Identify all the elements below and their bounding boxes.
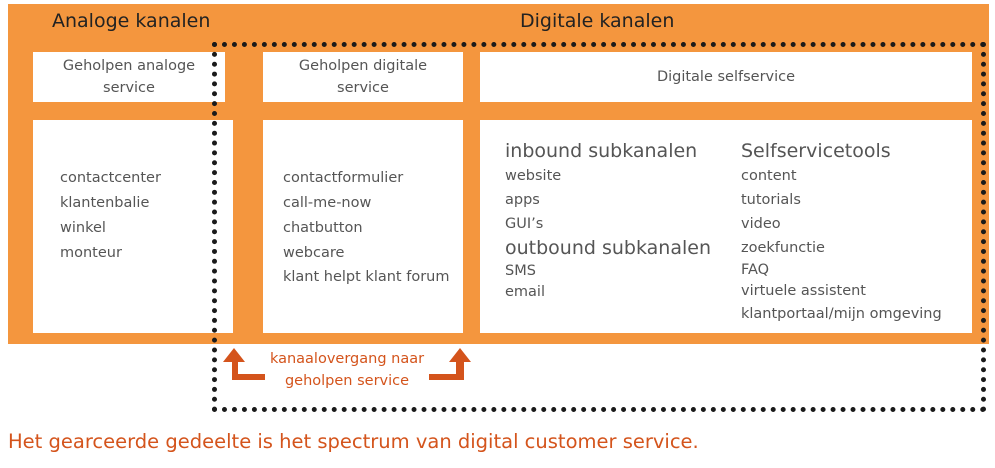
left-arrow-icon bbox=[223, 348, 265, 380]
tools-title: Selfservicetools bbox=[741, 140, 891, 162]
selfservice-category-label: Digitale selfservice bbox=[656, 69, 796, 85]
list-item: contactcenter bbox=[60, 170, 161, 186]
inbound-title: inbound subkanalen bbox=[505, 140, 698, 162]
selfservice-list: inbound subkanalen website apps GUI’s ou… bbox=[480, 120, 972, 333]
right-arrow-icon bbox=[429, 348, 471, 380]
list-item: call-me-now bbox=[283, 195, 372, 211]
analog-list: contactcenter klantenbalie winkel monteu… bbox=[33, 120, 233, 333]
tools-column: Selfservicetools content tutorials video… bbox=[741, 139, 942, 326]
list-item: zoekfunctie bbox=[741, 240, 825, 256]
list-item: klantenbalie bbox=[60, 195, 150, 211]
analog-category-label: Geholpen analoge service bbox=[62, 58, 196, 96]
digital-assisted-category: Geholpen digitale service bbox=[263, 52, 463, 102]
list-item: monteur bbox=[60, 245, 122, 261]
inbound-outbound-column: inbound subkanalen website apps GUI’s ou… bbox=[505, 139, 711, 303]
list-item: tutorials bbox=[741, 192, 801, 208]
list-item: klantportaal/mijn omgeving bbox=[741, 306, 942, 322]
analog-header: Analoge kanalen bbox=[52, 10, 211, 32]
selfservice-category: Digitale selfservice bbox=[480, 52, 972, 102]
digital-header: Digitale kanalen bbox=[520, 10, 675, 32]
list-item: FAQ bbox=[741, 262, 770, 278]
list-item: virtuele assistent bbox=[741, 283, 866, 299]
list-item: email bbox=[505, 284, 545, 300]
digital-assisted-category-label: Geholpen digitale service bbox=[298, 58, 428, 96]
list-item: video bbox=[741, 216, 781, 232]
list-item: chatbutton bbox=[283, 220, 363, 236]
transition-label: kanaalovergang naar geholpen service bbox=[269, 351, 425, 389]
list-item: webcare bbox=[283, 245, 345, 261]
list-item: GUI’s bbox=[505, 216, 544, 232]
list-item: website bbox=[505, 168, 562, 184]
list-item: content bbox=[741, 168, 797, 184]
list-item: apps bbox=[505, 192, 540, 208]
list-item: contactformulier bbox=[283, 170, 404, 186]
list-item: klant helpt klant forum bbox=[283, 269, 450, 285]
list-item: winkel bbox=[60, 220, 106, 236]
analog-category: Geholpen analoge service bbox=[33, 52, 225, 102]
digital-customer-service-area bbox=[212, 42, 986, 412]
list-item: SMS bbox=[505, 263, 536, 279]
outbound-title: outbound subkanalen bbox=[505, 237, 711, 259]
caption: Het gearceerde gedeelte is het spectrum … bbox=[8, 430, 699, 453]
digital-assisted-list: contactformulier call-me-now chatbutton … bbox=[263, 120, 463, 333]
